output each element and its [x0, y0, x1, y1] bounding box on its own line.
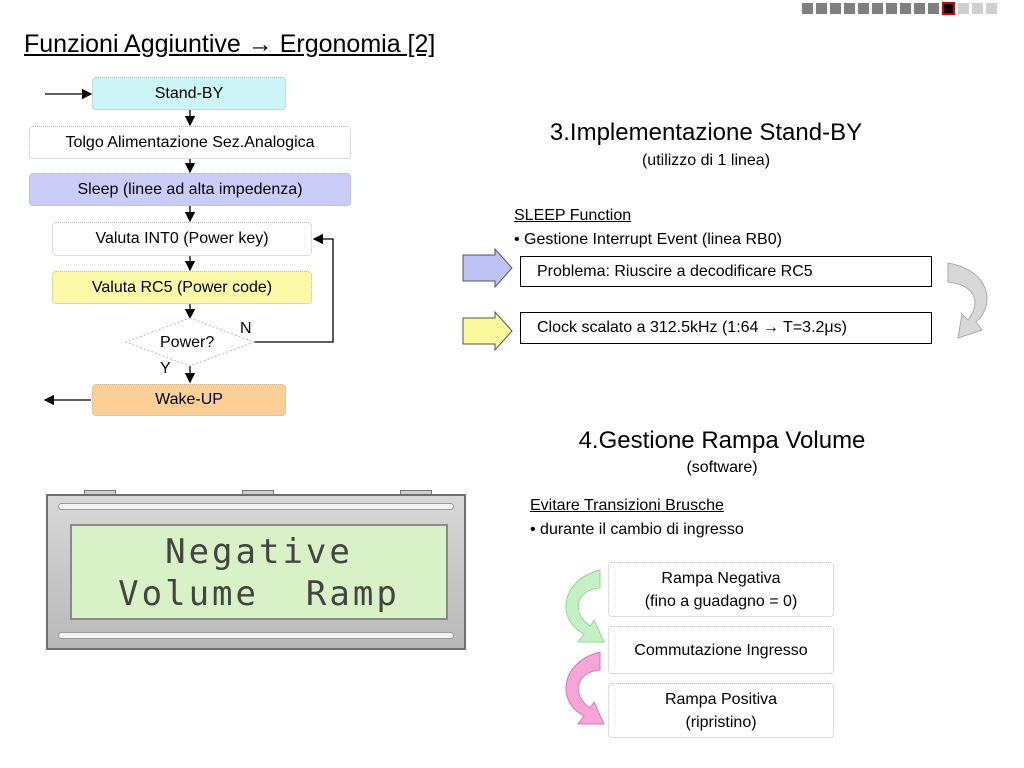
- evitare-label: Evitare Transizioni Brusche: [530, 497, 724, 514]
- curved-arrow-icon: [947, 262, 988, 339]
- progress-square: [900, 3, 911, 14]
- flow-box-sleep: Sleep (linee ad alta impedenza): [29, 173, 351, 206]
- curved-green-arrow-icon: [565, 569, 605, 643]
- decision-yes-label: Y: [160, 360, 171, 377]
- rampa-negativa-box: Rampa Negativa (fino a guadagno = 0): [608, 562, 834, 617]
- flow-box-standby-label: Stand-BY: [154, 84, 224, 102]
- clock-box: Clock scalato a 312.5kHz (1:64 → T=3.2μs…: [520, 312, 932, 344]
- flow-box-tolgo-label: Tolgo Alimentazione Sez.Analogica: [65, 133, 315, 151]
- progress-square: [972, 3, 983, 14]
- progress-square: [942, 2, 955, 15]
- commutazione-text: Commutazione Ingresso: [634, 641, 808, 659]
- flow-box-valuta-int0: Valuta INT0 (Power key): [52, 222, 312, 256]
- sleep-function-label: SLEEP Function: [514, 207, 632, 224]
- flow-box-valuta-rc5: Valuta RC5 (Power code): [52, 271, 312, 304]
- section4-subtitle: (software): [686, 459, 758, 476]
- progress-square: [872, 3, 883, 14]
- progress-square: [830, 3, 841, 14]
- flow-box-wakeup-label: Wake-UP: [155, 391, 223, 408]
- page-title: Funzioni Aggiuntive → Ergonomia [2]: [24, 30, 436, 58]
- section3-heading: 3.Implementazione Stand-BY: [549, 119, 863, 146]
- problema-box: Problema: Riuscire a decodificare RC5: [520, 256, 932, 287]
- lcd-strip-bottom: [58, 632, 454, 639]
- lcd-screen: [70, 524, 448, 620]
- flow-box-valuta-rc5-label: Valuta RC5 (Power code): [91, 278, 273, 296]
- rampa-negativa-line2: (fino a guadagno = 0): [644, 592, 798, 610]
- clock-text: Clock scalato a 312.5kHz (1:64 → T=3.2μs…: [537, 319, 847, 336]
- evitare-bullet: • durante il cambio di ingresso: [530, 521, 744, 538]
- slide-progress-indicator: [802, 2, 997, 15]
- lcd-strip-top: [58, 503, 454, 510]
- progress-square: [928, 3, 939, 14]
- flow-box-valuta-int0-label: Valuta INT0 (Power key): [95, 230, 269, 247]
- rampa-negativa-line1: Rampa Negativa: [661, 569, 781, 587]
- progress-square: [816, 3, 827, 14]
- flow-box-standby: Stand-BY: [92, 77, 286, 110]
- progress-square: [802, 3, 813, 14]
- flow-box-tolgo: Tolgo Alimentazione Sez.Analogica: [29, 126, 351, 159]
- lcd-line-1: Negative: [165, 532, 353, 572]
- progress-square: [958, 3, 969, 14]
- commutazione-box: Commutazione Ingresso: [608, 626, 834, 674]
- problema-text: Problema: Riuscire a decodificare RC5: [537, 262, 813, 280]
- progress-square: [986, 3, 997, 14]
- section4-heading: 4.Gestione Rampa Volume: [578, 427, 866, 454]
- rampa-positiva-line1: Rampa Positiva: [664, 690, 778, 708]
- progress-square: [914, 3, 925, 14]
- progress-square: [858, 3, 869, 14]
- curved-pink-arrow-icon: [565, 651, 605, 725]
- section3-subtitle: (utilizzo di 1 linea): [641, 152, 771, 169]
- decision-power-label: Power?: [160, 334, 215, 351]
- rampa-positiva-box: Rampa Positiva (ripristino): [608, 683, 834, 738]
- flow-box-wakeup: Wake-UP: [92, 384, 286, 416]
- lcd-line-2: Volume Ramp: [118, 574, 400, 614]
- progress-square: [844, 3, 855, 14]
- decision-no-label: N: [240, 320, 252, 337]
- rampa-positiva-line2: (ripristino): [685, 713, 757, 731]
- sleep-function-bullet: • Gestione Interrupt Event (linea RB0): [514, 231, 782, 248]
- flow-box-sleep-label: Sleep (linee ad alta impedenza): [77, 180, 303, 198]
- progress-square: [886, 3, 897, 14]
